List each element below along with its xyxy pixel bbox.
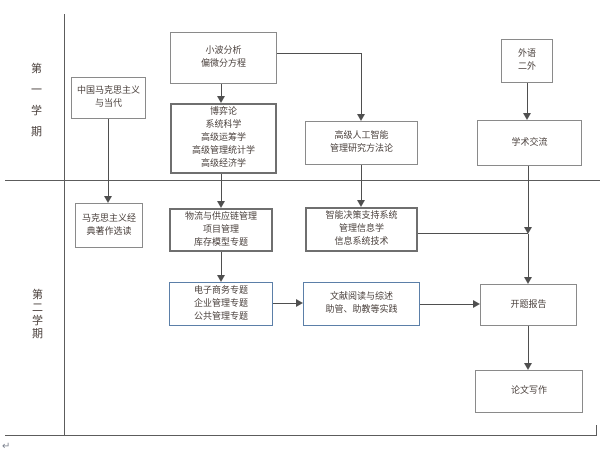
arrowhead-down-icon — [523, 113, 531, 120]
course-line: 偏微分方程 — [200, 59, 246, 69]
arrowhead-down-icon — [217, 275, 225, 282]
course-line: 论文写作 — [510, 386, 547, 396]
arrowhead-right-icon — [296, 299, 303, 307]
course-box-proposal: 开题报告 — [480, 284, 577, 326]
connector-logistics-ecommerce — [221, 252, 222, 276]
course-line: 助管、助教等实践 — [325, 305, 398, 315]
course-line: 物流与供应链管理 — [184, 211, 257, 222]
arrowhead-down-icon — [524, 227, 532, 234]
connector-ecommerce-literature — [273, 303, 297, 304]
connector-marxism-classics — [108, 119, 109, 197]
connector-wavelet-ai-vertical — [361, 53, 362, 114]
course-line: 中国马克思主义 — [76, 86, 140, 96]
arrowhead-down-icon — [524, 277, 532, 284]
connector-literature-proposal — [420, 304, 474, 305]
course-line: 管理研究方法论 — [329, 144, 393, 154]
course-line: 公共管理专题 — [193, 311, 248, 322]
paragraph-return-mark: ↵ — [2, 441, 11, 452]
course-box-literature-practice: 文献阅读与综述 助管、助教等实践 — [303, 282, 420, 326]
connector-wavelet-ai-horizontal — [277, 53, 361, 54]
course-box-ai-methodology: 高级人工智能 管理研究方法论 — [305, 121, 418, 165]
arrowhead-down-icon — [217, 96, 225, 103]
arrowhead-down-icon — [357, 200, 365, 207]
arrowhead-down-icon — [357, 114, 365, 121]
course-line: 学术交流 — [511, 137, 548, 148]
timeline-axis-vertical — [64, 14, 65, 435]
course-box-thesis-writing: 论文写作 — [475, 370, 583, 413]
connector-junction-proposal — [528, 234, 529, 278]
arrowhead-down-icon — [524, 363, 532, 370]
connector-wavelet-gametheory — [221, 84, 222, 97]
course-box-academic-exchange: 学术交流 — [477, 120, 582, 166]
semester2-label: 第二学期 — [32, 288, 43, 340]
course-line: 高级管理统计学 — [191, 146, 255, 156]
connector-academic-junction — [528, 166, 529, 228]
course-line: 电子商务专题 — [193, 285, 248, 296]
course-line: 博弈论 — [209, 107, 237, 117]
course-box-marx-classics: 马克思主义经 典著作选读 — [75, 203, 143, 248]
course-line: 库存模型专题 — [193, 237, 248, 248]
connector-decision-junction — [418, 233, 528, 234]
course-line: 外语 — [517, 49, 536, 59]
course-line: 企业管理专题 — [193, 298, 248, 309]
course-box-foreign-language: 外语 二外 — [501, 39, 553, 83]
course-line: 系统科学 — [205, 120, 242, 130]
arrowhead-down-icon — [104, 196, 112, 203]
course-line: 二外 — [517, 62, 536, 72]
course-box-marxism-contemporary: 中国马克思主义 与当代 — [71, 77, 146, 119]
course-box-ecommerce-group: 电子商务专题 企业管理专题 公共管理专题 — [169, 282, 273, 326]
connector-proposal-thesis — [528, 326, 529, 364]
course-line: 小波分析 — [205, 46, 242, 56]
course-line: 马克思主义经 — [81, 213, 136, 224]
course-box-decision-support-group: 智能决策支持系统 管理信息学 信息系统技术 — [305, 207, 418, 252]
connector-gametheory-logistics — [221, 174, 222, 202]
semester-divider-line — [5, 180, 600, 181]
course-line: 典著作选读 — [86, 226, 132, 237]
bottom-border-tick — [596, 425, 597, 436]
course-line: 项目管理 — [202, 224, 239, 235]
connector-ai-decision — [361, 165, 362, 201]
course-box-logistics-group: 物流与供应链管理 项目管理 库存模型专题 — [169, 208, 273, 252]
bottom-border-line — [5, 435, 597, 436]
course-line: 文献阅读与综述 — [329, 292, 393, 302]
course-box-game-theory-group: 博弈论 系统科学 高级运筹学 高级管理统计学 高级经济学 — [170, 103, 277, 174]
course-line: 高级人工智能 — [334, 131, 389, 141]
course-line: 与当代 — [94, 99, 122, 109]
course-line: 开题报告 — [510, 299, 547, 310]
course-line: 高级运筹学 — [200, 133, 246, 143]
arrowhead-right-icon — [473, 300, 480, 308]
course-line: 智能决策支持系统 — [325, 211, 398, 221]
course-box-wavelet: 小波分析 偏微分方程 — [170, 32, 277, 84]
course-line: 高级经济学 — [200, 159, 246, 169]
course-line: 信息系统技术 — [334, 237, 389, 247]
connector-foreign-academic — [527, 83, 528, 114]
semester1-label: 第一学期 — [31, 62, 42, 138]
course-line: 管理信息学 — [338, 224, 384, 234]
arrowhead-down-icon — [217, 201, 225, 208]
